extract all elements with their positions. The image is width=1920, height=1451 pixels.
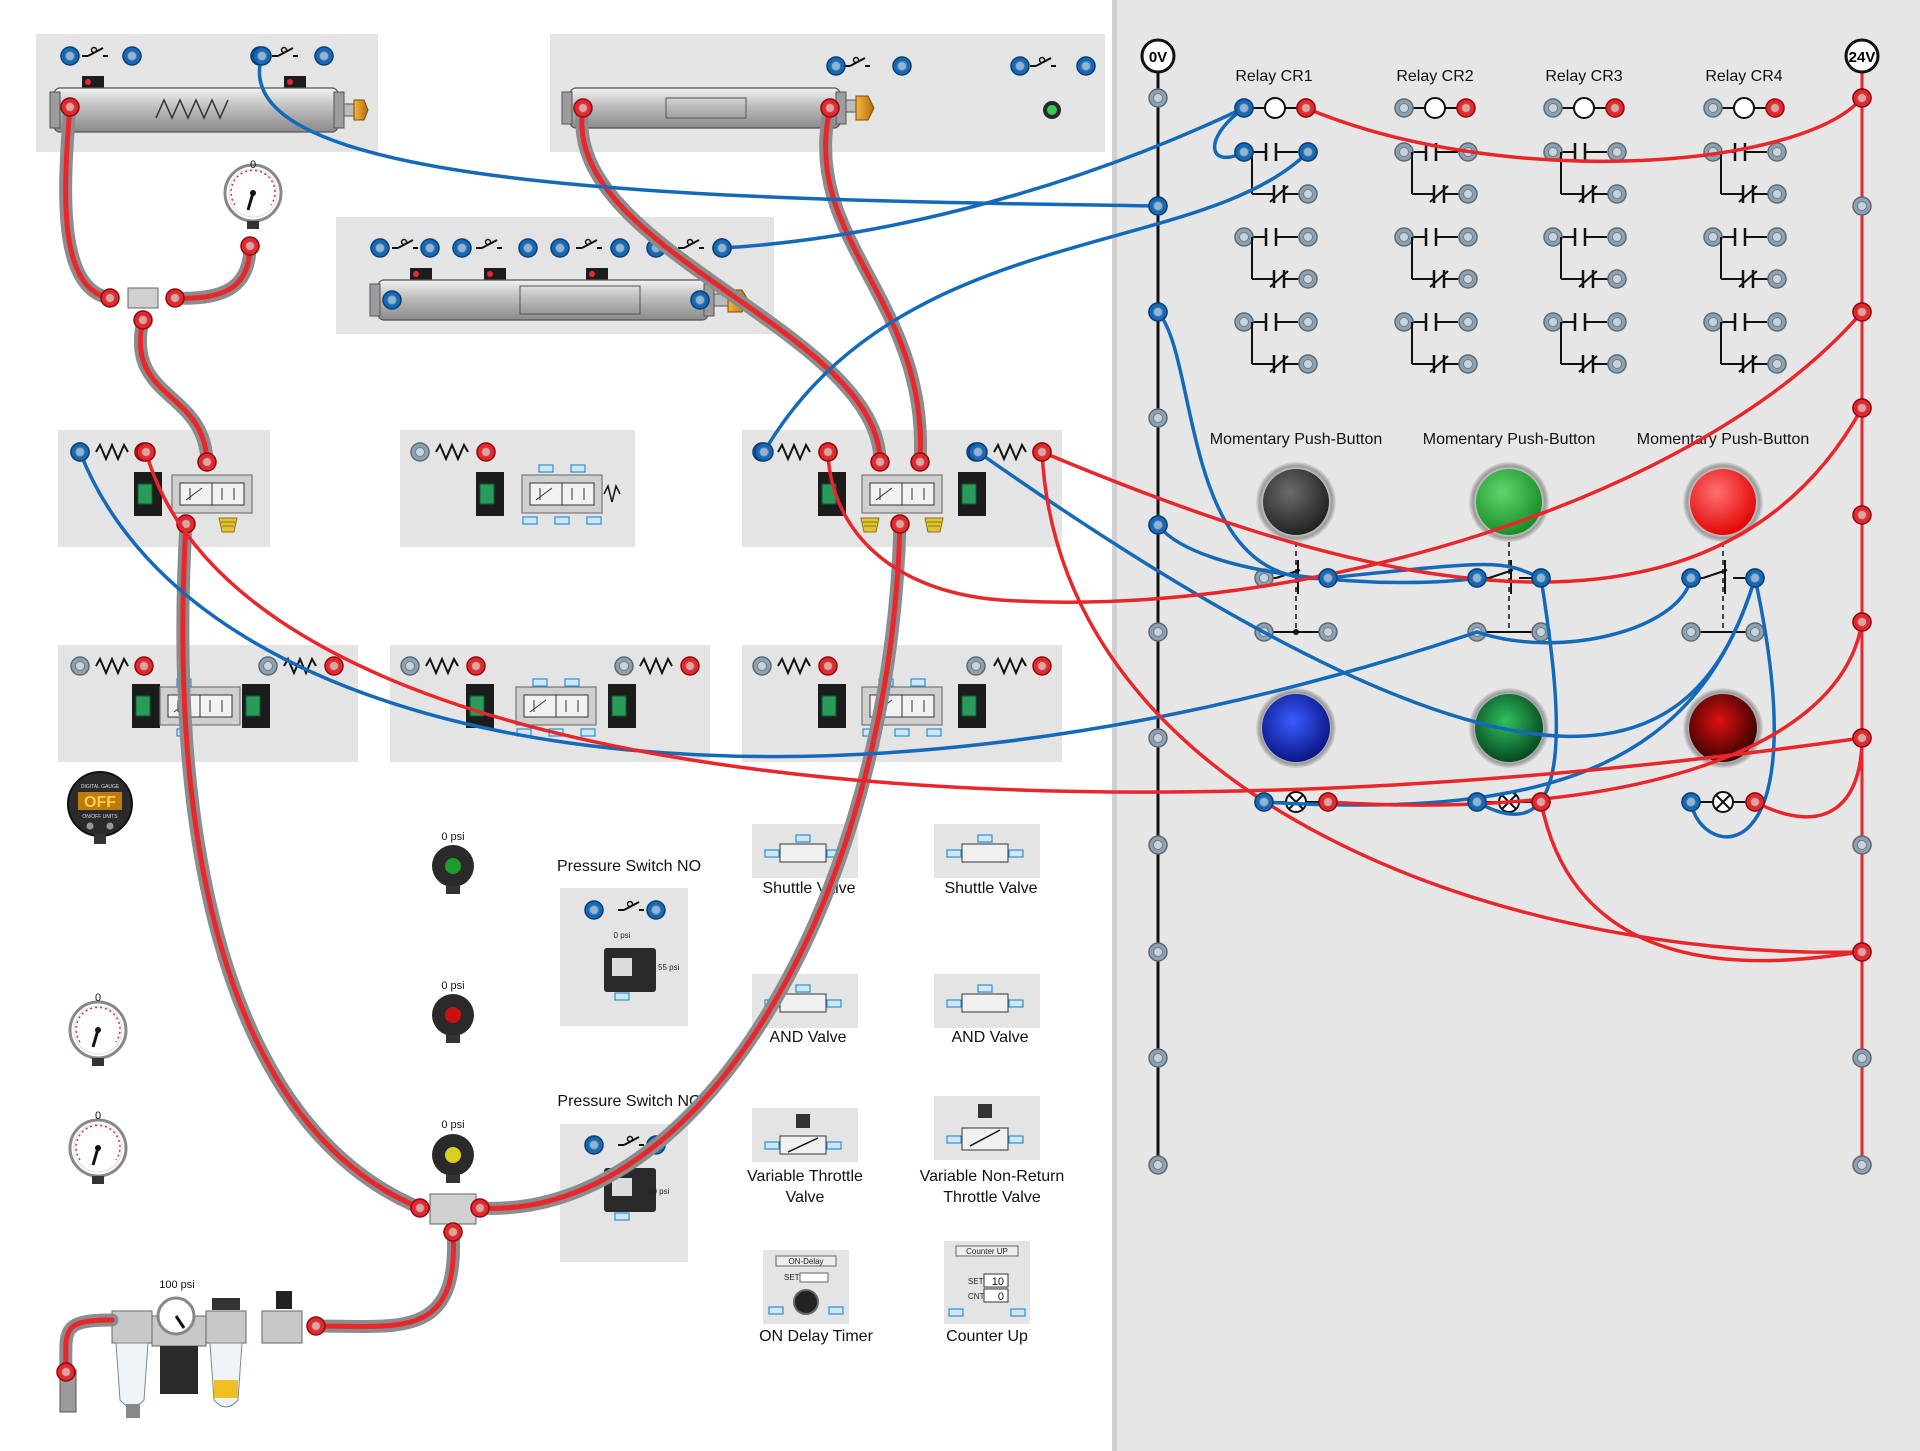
manifold-fitting	[410, 1193, 490, 1242]
relay-coil-icon	[1573, 97, 1595, 119]
push-button-2-label: Momentary Push-Button	[1423, 431, 1596, 448]
pressure-switch-no-label: Pressure Switch NO	[557, 858, 701, 875]
variable-non-return-throttle-valve[interactable]	[934, 1096, 1040, 1160]
digital-gauge-title: DIGITAL GAUGE	[81, 784, 120, 790]
pressure-switch-nc-label: Pressure Switch NC	[557, 1093, 700, 1110]
pressure-switch-nc-set: 60 psi	[648, 1187, 670, 1196]
variable-non-return-label-line1: Variable Non-Return	[920, 1168, 1065, 1185]
indicator-psi-label: 0 psi	[441, 980, 464, 992]
on-delay-timer-label: ON Delay Timer	[759, 1328, 873, 1345]
on-delay-timer[interactable]: ON-Delay SET	[763, 1250, 849, 1324]
frl-unit-icon[interactable]	[59, 1291, 303, 1418]
relay-cr1[interactable]: Relay CR1	[1234, 68, 1318, 375]
rail-0v-label: 0V	[1149, 49, 1167, 66]
gauge-zero-label: 0	[250, 159, 256, 171]
valve-2[interactable]	[400, 430, 635, 547]
digital-gauge-display: OFF	[84, 794, 116, 811]
cylinder-2[interactable]	[550, 34, 1105, 152]
counter-cnt-label: CNT	[968, 1292, 985, 1301]
tee-fitting	[100, 287, 185, 330]
relay-cr2-label: Relay CR2	[1396, 68, 1473, 85]
pressure-switch-no-psi: 0 psi	[614, 931, 631, 940]
shuttle-valve-2-label: Shuttle Valve	[944, 880, 1037, 897]
cylinder-1[interactable]	[36, 34, 378, 152]
variable-non-return-label-line2: Throttle Valve	[943, 1189, 1041, 1206]
indicator-psi-label: 0 psi	[441, 831, 464, 843]
digital-gauge-buttons: ON/OFF UNITS	[82, 814, 118, 820]
pressure-gauge-icon	[68, 1000, 128, 1068]
pressure-indicator-red[interactable]	[432, 994, 474, 1043]
indicator-psi-label: 0 psi	[441, 1119, 464, 1131]
pressure-switch-no-set: 55 psi	[658, 963, 680, 972]
variable-throttle-valve[interactable]	[752, 1108, 858, 1162]
valve-6[interactable]	[742, 645, 1062, 762]
air-hoses	[59, 100, 928, 1379]
relay-coil-icon	[1264, 97, 1286, 119]
shuttle-valve-1-label: Shuttle Valve	[762, 880, 855, 897]
digital-gauge[interactable]: OFF DIGITAL GAUGE ON/OFF UNITS	[67, 771, 133, 844]
relay-cr4-label: Relay CR4	[1705, 68, 1782, 85]
valve-1[interactable]	[58, 430, 270, 547]
counter-up-label: Counter Up	[946, 1328, 1028, 1345]
timer-title: ON-Delay	[788, 1257, 823, 1266]
relay-coil-icon	[1733, 97, 1755, 119]
relay-cr2[interactable]: Relay CR2	[1394, 68, 1478, 375]
and-valve-2-label: AND Valve	[951, 1029, 1028, 1046]
regulator-psi-label: 100 psi	[159, 1279, 194, 1291]
counter-cnt-value: 0	[998, 1291, 1004, 1303]
pressure-gauge-icon	[68, 1118, 128, 1186]
lamp-blue[interactable]	[1254, 688, 1338, 813]
pressure-gauge-icon	[223, 163, 283, 231]
push-button-3-label: Momentary Push-Button	[1637, 431, 1810, 448]
timer-set-label: SET	[784, 1273, 800, 1282]
and-valve-1-label: AND Valve	[769, 1029, 846, 1046]
variable-throttle-label-line2: Valve	[786, 1189, 825, 1206]
lamp-red[interactable]	[1681, 688, 1765, 813]
counter-up[interactable]: Counter UP SET 10 CNT 0	[944, 1241, 1030, 1324]
lamp-green[interactable]	[1467, 688, 1551, 813]
relay-cr1-label: Relay CR1	[1235, 68, 1312, 85]
valve-4[interactable]	[58, 645, 358, 762]
relay-cr3-label: Relay CR3	[1545, 68, 1622, 85]
relay-coil-icon	[1424, 97, 1446, 119]
counter-title: Counter UP	[966, 1247, 1008, 1256]
variable-throttle-label-line1: Variable Throttle	[747, 1168, 863, 1185]
push-button-1-label: Momentary Push-Button	[1210, 431, 1383, 448]
rail-24v-label: 24V	[1849, 49, 1876, 66]
pressure-indicator-yellow[interactable]	[432, 1134, 474, 1183]
shuttle-valve-2[interactable]	[934, 824, 1040, 878]
push-button-green[interactable]: Momentary Push-Button	[1423, 431, 1596, 642]
counter-set-label: SET	[968, 1277, 984, 1286]
valve-5[interactable]	[390, 645, 710, 762]
relay-cr3[interactable]: Relay CR3	[1543, 68, 1627, 375]
red-wires	[144, 96, 1864, 963]
gauge-zero-label: 0	[95, 1110, 101, 1122]
rail-0v[interactable]: 0V	[1140, 38, 1176, 1165]
relay-cr4[interactable]: Relay CR4	[1703, 68, 1787, 375]
push-button-black[interactable]: Momentary Push-Button	[1210, 431, 1383, 642]
gauge-zero-label: 0	[95, 992, 101, 1004]
and-valve-2[interactable]	[934, 974, 1040, 1028]
pressure-indicator-green[interactable]	[432, 845, 474, 894]
counter-set-value: 10	[992, 1276, 1004, 1288]
push-button-red[interactable]: Momentary Push-Button	[1637, 431, 1810, 642]
pressure-switch-no[interactable]: 0 psi 55 psi	[560, 888, 688, 1026]
